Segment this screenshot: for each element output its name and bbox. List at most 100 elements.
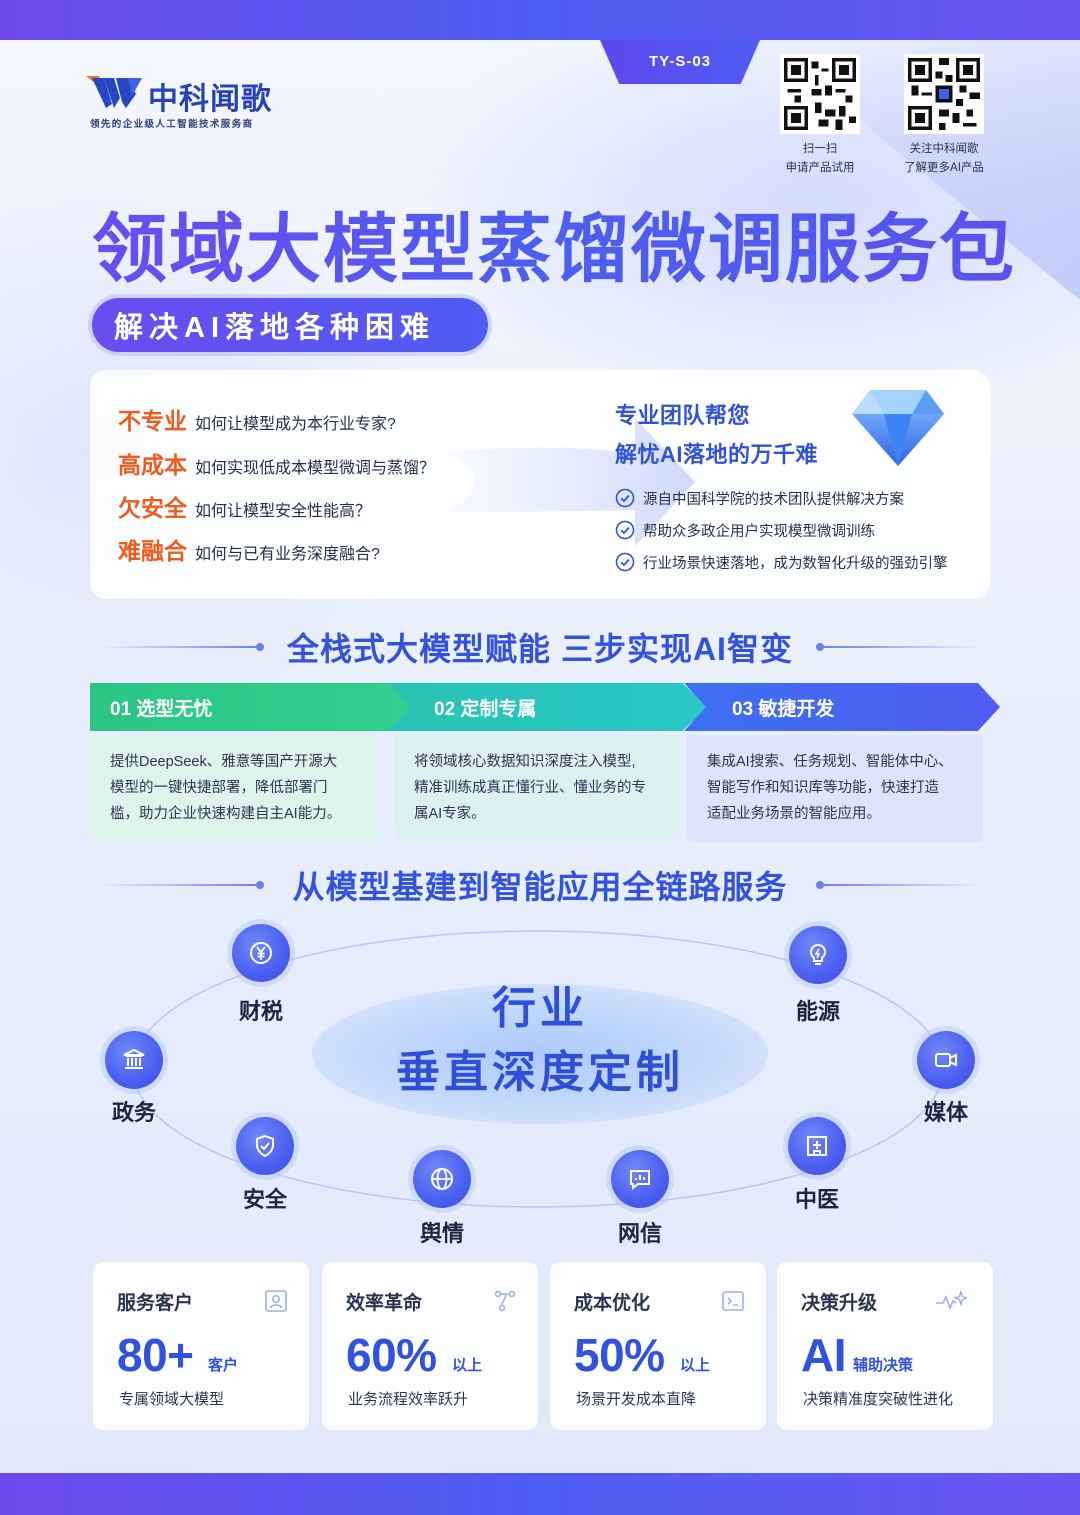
industry-node[interactable] xyxy=(611,1150,669,1208)
industry-label: 财税 xyxy=(238,999,283,1024)
center-glow xyxy=(312,984,768,1124)
qr-caption-line2: 了解更多AI产品 xyxy=(904,162,984,174)
problem-key: 欠安全 xyxy=(118,495,187,521)
big-arrow-icon xyxy=(445,418,695,546)
globe-icon xyxy=(431,1168,453,1190)
check-circle-icon xyxy=(615,552,635,572)
terminal-icon xyxy=(722,1291,744,1311)
solution-point: 源自中国科学院的技术团队提供解决方案 xyxy=(615,486,904,510)
step-label: 03 敏捷开发 xyxy=(732,698,835,720)
step-label: 01 选型无忧 xyxy=(110,698,213,720)
section-header-services: 从模型基建到智能应用全链路服务 xyxy=(100,862,980,906)
step-2-header: 02 定制专属 xyxy=(388,683,708,731)
qr-icon xyxy=(784,58,856,130)
solution-point-text: 帮助众多政企用户实现模型微调训练 xyxy=(643,523,875,540)
stat-desc: 业务流程效率跃升 xyxy=(348,1391,469,1408)
qr-icon xyxy=(908,58,980,130)
divider-line xyxy=(820,646,980,648)
step-desc-line: 模型的一键快捷部署，降低部署门 xyxy=(110,780,328,796)
stat-card: 成本优化 50% 以上 场景开发成本直降 xyxy=(550,1262,766,1430)
industry-node[interactable] xyxy=(232,924,290,982)
problem-item: 欠安全 如何让模型安全性能高？ xyxy=(118,489,372,521)
industry-label: 网信 xyxy=(617,1221,662,1246)
stat-desc: 场景开发成本直降 xyxy=(576,1391,697,1408)
problem-item: 不专业 如何让模型成为本行业专家? xyxy=(118,402,396,434)
stat-unit: 以上 xyxy=(452,1357,483,1374)
industry-node[interactable] xyxy=(788,1117,846,1175)
qr-caption-line2: 申请产品试用 xyxy=(785,162,855,174)
industry-node[interactable] xyxy=(789,926,847,984)
industry-label: 安全 xyxy=(242,1187,287,1212)
stat-card: 服务客户 80+ 客户 专属领域大模型 xyxy=(93,1262,309,1430)
brand-name: 中科闻歌 xyxy=(148,83,272,116)
stat-value: 50% xyxy=(574,1329,665,1381)
step-2-body: 将领域核心数据知识深度注入模型, 精准训练成真正懂行业、懂业务的专 属AI专家。 xyxy=(394,735,680,842)
solution-point: 行业场景快速落地，成为数智化升级的强劲引擎 xyxy=(615,550,948,574)
step-label: 02 定制专属 xyxy=(434,698,537,720)
check-circle-icon xyxy=(615,488,635,508)
diamond-icon xyxy=(852,390,944,466)
step-desc-line: 精准训练成真正懂行业、懂业务的专 xyxy=(414,780,646,796)
sparkle-pulse-icon xyxy=(936,1289,967,1311)
qr-caption-follow: 关注中科闻歌 了解更多AI产品 xyxy=(884,140,1004,178)
stat-unit: 辅助决策 xyxy=(853,1357,914,1374)
stat-title: 决策升级 xyxy=(801,1293,878,1314)
stat-title: 服务客户 xyxy=(117,1293,194,1314)
step-3-header: 03 敏捷开发 xyxy=(684,683,1000,731)
problem-key: 不专业 xyxy=(118,408,187,434)
government-icon xyxy=(123,1048,145,1069)
step-desc-line: 智能写作和知识库等功能，快速打造 xyxy=(707,780,939,796)
center-title-line1: 行业 xyxy=(492,984,588,1033)
qr-code-trial[interactable] xyxy=(780,54,860,134)
qr-caption-line1: 关注中科闻歌 xyxy=(909,143,979,155)
stat-desc: 决策精准度突破性进化 xyxy=(803,1391,954,1408)
shield-icon xyxy=(256,1134,274,1158)
bulb-icon xyxy=(809,943,827,965)
stat-value: AI xyxy=(801,1329,847,1381)
step-desc-line: 集成AI搜索、任务规划、智能体中心、 xyxy=(707,754,953,770)
check-circle-icon xyxy=(615,520,635,540)
stat-unit: 以上 xyxy=(680,1357,711,1374)
logo-mark-icon xyxy=(86,76,142,108)
problem-text: 如何实现低成本模型微调与蒸馏？ xyxy=(195,460,436,477)
step-desc-line: 适配业务场景的智能应用。 xyxy=(707,806,881,822)
divider-line xyxy=(820,884,980,886)
industry-label: 政务 xyxy=(111,1100,156,1125)
industry-node[interactable] xyxy=(236,1117,294,1175)
section-title: 从模型基建到智能应用全链路服务 xyxy=(292,869,788,905)
industry-label: 媒体 xyxy=(923,1100,968,1125)
divider-line xyxy=(100,884,260,886)
problem-key: 高成本 xyxy=(118,452,187,478)
industry-node[interactable] xyxy=(413,1150,471,1208)
problem-text: 如何让模型成为本行业专家? xyxy=(195,416,396,433)
bottom-band xyxy=(0,1473,1080,1515)
stat-value: 60% xyxy=(346,1329,437,1381)
user-card-icon xyxy=(265,1290,287,1312)
video-icon xyxy=(935,1053,957,1067)
step-desc-line: 属AI专家。 xyxy=(414,806,486,822)
section-header-steps: 全栈式大模型赋能 三步实现AI智变 xyxy=(100,624,980,668)
problem-text: 如何让模型安全性能高？ xyxy=(195,503,372,520)
problem-key: 难融合 xyxy=(118,538,187,564)
hospital-icon xyxy=(807,1136,827,1156)
flow-icon xyxy=(494,1290,516,1312)
industry-label: 中医 xyxy=(794,1187,839,1212)
divider-line xyxy=(100,646,260,648)
center-title-line2: 垂直深度定制 xyxy=(396,1048,684,1097)
industry-node[interactable] xyxy=(105,1031,163,1089)
section-title: 全栈式大模型赋能 三步实现AI智变 xyxy=(287,631,793,667)
industry-label: 舆情 xyxy=(419,1221,464,1246)
step-1-header: 01 选型无忧 xyxy=(90,683,414,731)
divider-dot xyxy=(256,643,264,651)
step-3-body: 集成AI搜索、任务规划、智能体中心、 智能写作和知识库等功能，快速打造 适配业务… xyxy=(687,735,983,842)
industry-label: 能源 xyxy=(795,999,840,1024)
divider-dot xyxy=(256,881,264,889)
qr-code-follow[interactable] xyxy=(904,54,984,134)
stat-card: 决策升级 AI 辅助决策 决策精准度突破性进化 xyxy=(777,1262,993,1430)
qr-caption-trial: 扫一扫 申请产品试用 xyxy=(760,140,880,178)
solution-title-line2: 解忧AI落地的万千难 xyxy=(615,442,819,467)
qr-caption-line1: 扫一扫 xyxy=(802,143,838,155)
problem-text: 如何与已有业务深度融合? xyxy=(195,546,380,563)
industry-node[interactable] xyxy=(917,1031,975,1089)
subtitle-pill: 解决AI落地各种困难 xyxy=(92,298,488,352)
